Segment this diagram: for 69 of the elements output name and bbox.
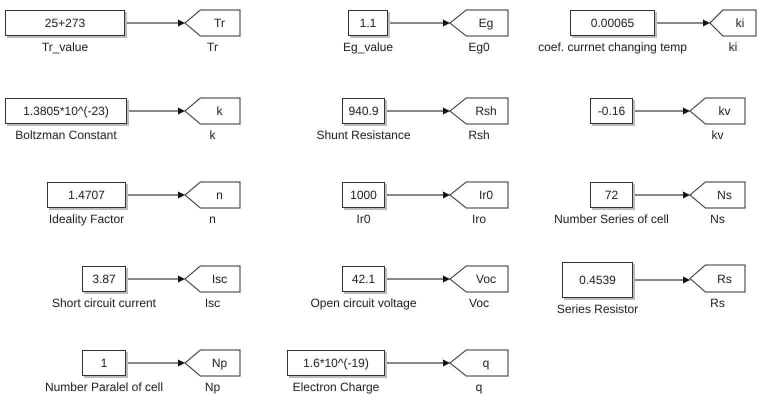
block-name-label: kv [712, 128, 724, 142]
block-name-label: Ideality Factor [48, 212, 124, 226]
constant-block: 25+273 [5, 10, 125, 36]
arrow [384, 360, 450, 366]
block-name-label: Electron Charge [292, 380, 380, 394]
block-name-label: Isc [204, 296, 220, 310]
constant-block: 1.6*10^(-19) [287, 350, 385, 376]
block-name-label: Rsh [468, 128, 490, 142]
constant-block: 1.3805*10^(-23) [5, 98, 127, 124]
block-name-label: Boltzman Constant [15, 128, 117, 142]
arrow [126, 360, 186, 366]
arrow [124, 20, 186, 26]
block-name-label: Voc [469, 296, 489, 310]
goto-tag-block: Rs [690, 265, 745, 292]
goto-tag-block: Ns [690, 182, 745, 208]
arrow [126, 108, 186, 114]
constant-block: 1.4707 [47, 182, 126, 208]
constant-block: 1000 [342, 182, 385, 208]
arrow [632, 192, 690, 198]
constant-block: 1 [82, 350, 126, 376]
goto-tag-block: ki [710, 10, 756, 36]
constant-block: 42.1 [342, 266, 385, 292]
constant-block: 72 [590, 182, 633, 208]
block-name-label: coef. currnet changing temp [538, 40, 687, 54]
block-name-label: Tr_value [42, 40, 88, 54]
constant-block: 1.1 [348, 10, 388, 36]
constant-block: -0.16 [590, 98, 633, 124]
goto-tag-block: q [450, 350, 508, 376]
arrow [654, 20, 710, 26]
block-name-label: Ns [710, 212, 725, 226]
goto-tag-block: Isc [185, 266, 240, 292]
goto-tag-block: Np [185, 350, 240, 376]
arrow [632, 108, 690, 114]
block-name-label: Tr [207, 40, 218, 54]
goto-tag-block: Voc [450, 266, 508, 292]
block-name-label: Eg0 [468, 40, 490, 54]
goto-tag-block: Eg [450, 10, 508, 36]
constant-block: 0.4539 [562, 262, 633, 298]
goto-tag-block: n [185, 182, 240, 208]
goto-tag-block: Rsh [450, 98, 508, 124]
goto-tag-block: k [185, 98, 240, 124]
block-name-label: k [210, 128, 216, 142]
block-name-label: Short circuit current [52, 296, 156, 310]
constant-block: 0.00065 [570, 10, 655, 36]
arrow [388, 20, 450, 26]
constant-block: 3.87 [82, 266, 126, 292]
block-name-label: Ir0 [356, 212, 370, 226]
block-name-label: Number Paralel of cell [44, 380, 164, 394]
block-name-label: n [209, 212, 216, 226]
block-name-label: ki [728, 40, 738, 54]
arrow [384, 108, 450, 114]
arrow [384, 276, 450, 282]
goto-tag-block: Ir0 [450, 182, 508, 208]
block-name-label: q [476, 380, 482, 394]
goto-tag-block: Tr [185, 10, 240, 36]
arrow [126, 276, 186, 282]
block-name-label: Np [204, 380, 220, 394]
constant-block: 940.9 [342, 98, 385, 124]
goto-tag-block: kv [690, 98, 745, 124]
block-name-label: Eg_value [342, 40, 394, 54]
block-name-label: Number Series of cell [554, 212, 669, 226]
arrow [126, 192, 186, 198]
block-name-label: Open circuit voltage [310, 296, 417, 310]
arrow [384, 192, 450, 198]
block-name-label: Shunt Resistance [316, 128, 411, 142]
block-name-label: Series Resistor [556, 302, 638, 316]
block-name-label: Rs [710, 296, 725, 310]
block-name-label: Iro [472, 212, 486, 226]
arrow [632, 276, 690, 284]
